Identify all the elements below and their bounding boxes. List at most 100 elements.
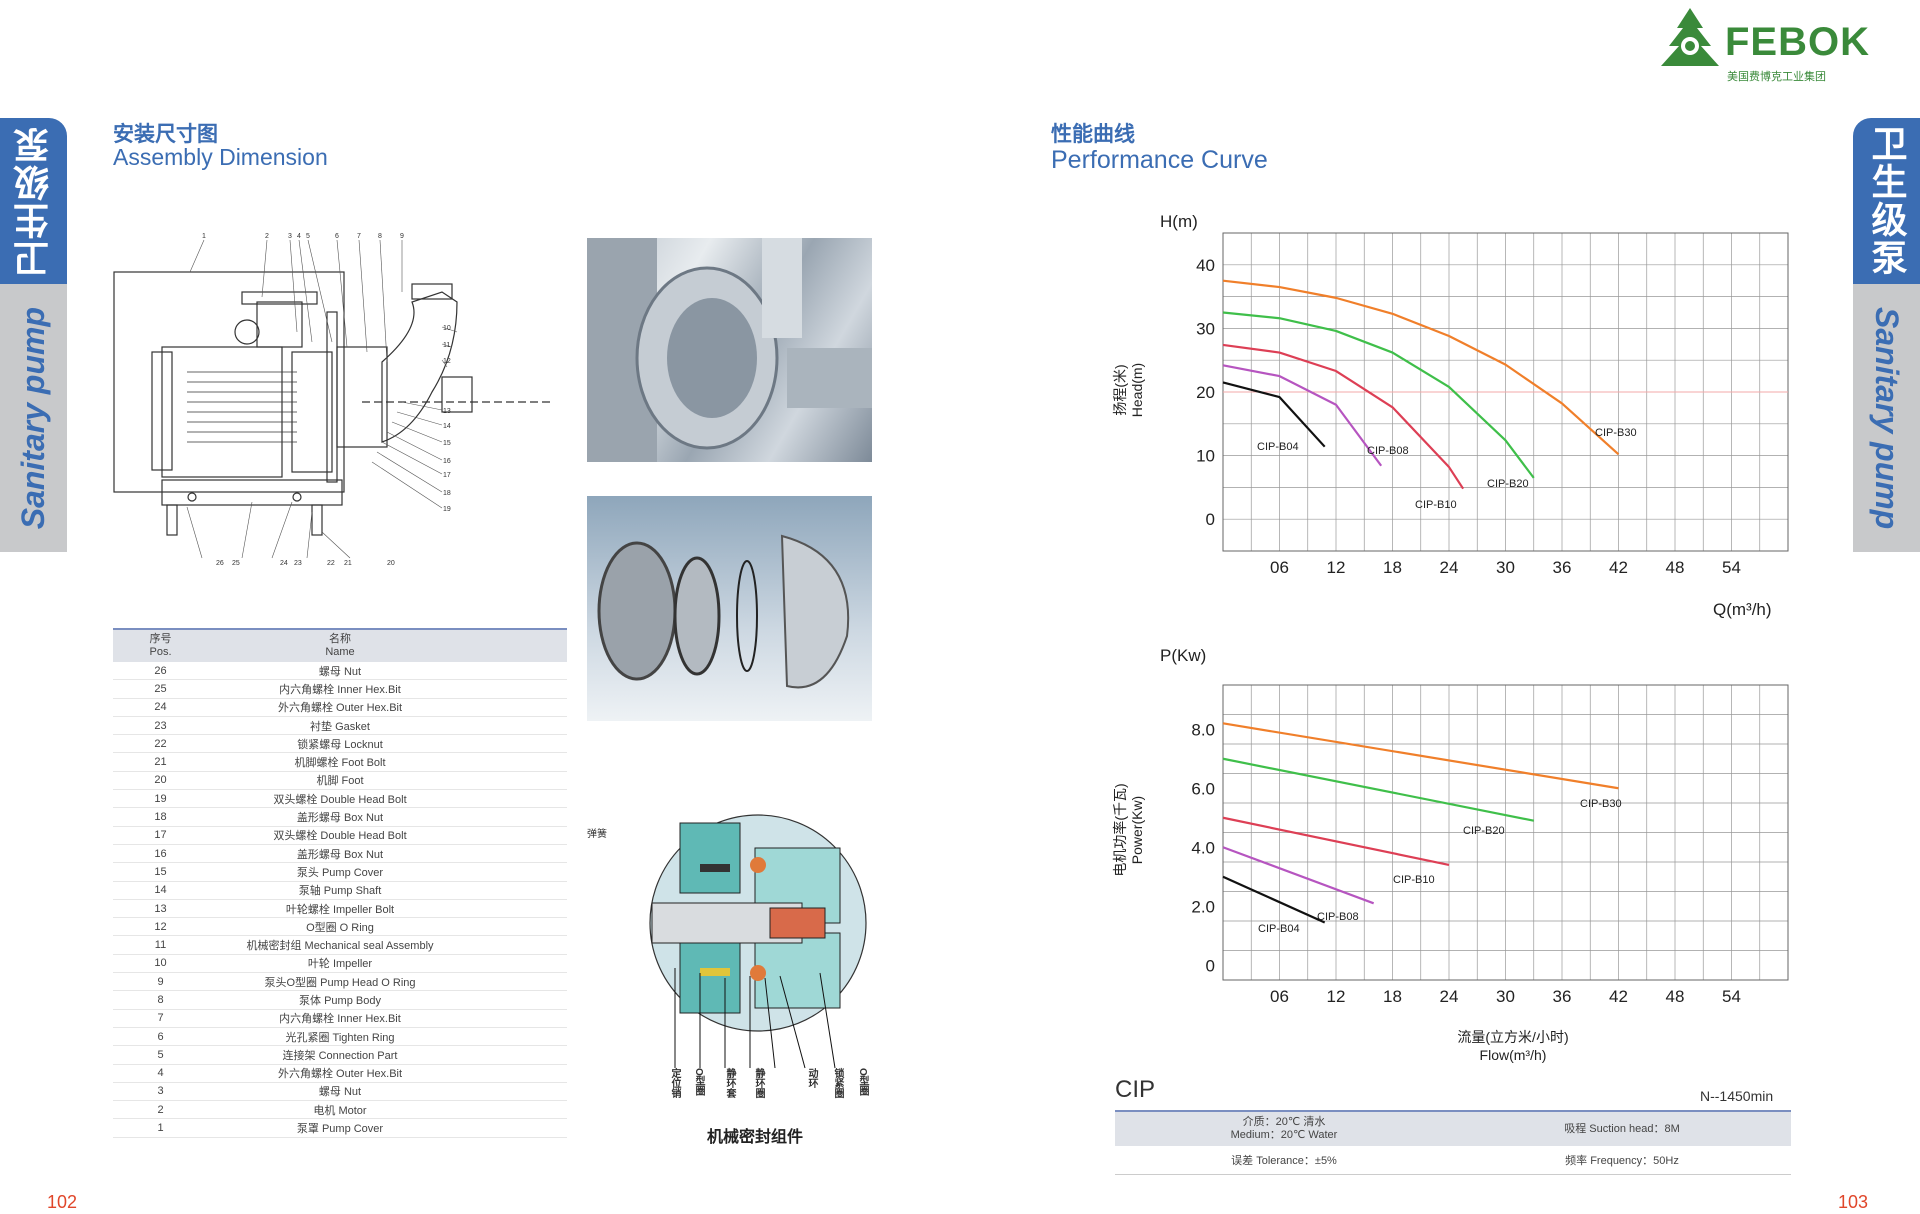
seal-part-label: 定位销 [669, 1068, 680, 1098]
part-name: 双头螺栓 Double Head Bolt [208, 826, 567, 845]
svg-text:2: 2 [265, 233, 269, 240]
y-tick-label: 8.0 [1191, 720, 1215, 739]
header-name-cn: 名称 [329, 633, 351, 645]
part-name: 泵罩 Pump Cover [208, 1118, 567, 1138]
x-axis-label-cn: 流量(立方米/小时) [1457, 1029, 1568, 1045]
y-tick-label: 0 [1206, 510, 1215, 529]
part-name: 泵头O型圈 Pump Head O Ring [208, 972, 567, 992]
x-tick-label: 42 [1609, 558, 1628, 577]
svg-text:6: 6 [335, 233, 339, 240]
side-tab-left: 卫生级泵 Sanitary pump [0, 118, 67, 552]
seal-caption: 机械密封组件 [707, 1129, 804, 1146]
y-tick-label: 30 [1196, 319, 1215, 338]
part-name: 电机 Motor [208, 1100, 567, 1120]
series-label-cip-b10: CIP-B10 [1393, 874, 1435, 886]
svg-text:3: 3 [288, 233, 292, 240]
x-tick-label: 30 [1496, 558, 1515, 577]
part-pos: 17 [113, 826, 208, 845]
header-pos-en: Pos. [149, 646, 172, 658]
x-tick-label: 24 [1440, 987, 1459, 1006]
part-pos: 15 [113, 862, 208, 882]
seal-spring-label: 弹簧 [587, 829, 607, 840]
part-name: 连接架 Connection Part [208, 1045, 567, 1065]
part-pos: 19 [113, 789, 208, 809]
x-tick-label: 06 [1270, 987, 1289, 1006]
x-tick-label: 48 [1666, 987, 1685, 1006]
part-name: 泵体 Pump Body [208, 990, 567, 1010]
x-axis-label-en: Flow(m³/h) [1480, 1047, 1547, 1063]
y-tick-label: 2.0 [1191, 897, 1215, 916]
series-line-cip-b20 [1222, 311, 1535, 479]
x-tick-label: 18 [1383, 987, 1402, 1006]
part-pos: 23 [113, 716, 208, 736]
series-line-cip-b08 [1222, 846, 1375, 905]
series-line-cip-b10 [1222, 343, 1465, 490]
part-name: 内六角螺栓 Inner Hex.Bit [208, 679, 567, 699]
series-label-cip-b08: CIP-B08 [1317, 911, 1359, 923]
y-axis-label-en: Head(m) [1129, 363, 1145, 417]
part-name: 锁紧螺母 Locknut [208, 734, 567, 754]
svg-text:22: 22 [327, 560, 335, 567]
svg-text:15: 15 [443, 440, 451, 447]
page-number-right: 103 [1838, 1192, 1869, 1212]
pump-exploded-photo [587, 496, 872, 721]
part-name: 盖形螺母 Box Nut [208, 807, 567, 827]
seal-part-labels: 定位销 O型圈 静环套 静环圈 动环 锁紧圈 O型圈 [667, 1068, 887, 1112]
x-tick-label: 12 [1327, 987, 1346, 1006]
conditions-table: 介质：20℃ 清水 Medium：20℃ Water 吸程 Suction he… [1115, 1110, 1791, 1175]
brand-logo: FEBOK 美国费博克工业集团 [1655, 6, 1869, 86]
part-pos: 26 [113, 662, 208, 681]
part-name: 双头螺栓 Double Head Bolt [208, 789, 567, 809]
series-line-cip-b04 [1222, 875, 1326, 924]
series-line-cip-b08 [1222, 364, 1383, 467]
part-pos: 22 [113, 734, 208, 754]
y-axis-title: H(m) [1160, 212, 1198, 231]
series-line-cip-b30 [1222, 722, 1619, 790]
cip-label: CIP [1115, 1076, 1156, 1103]
svg-text:7: 7 [357, 233, 361, 240]
part-pos: 6 [113, 1027, 208, 1047]
part-pos: 4 [113, 1064, 208, 1083]
part-name: O型圈 O Ring [208, 917, 567, 937]
series-line-cip-b04 [1222, 381, 1326, 448]
svg-text:20: 20 [387, 560, 395, 567]
part-pos: 10 [113, 954, 208, 974]
medium-cell: 介质：20℃ 清水 Medium：20℃ Water [1115, 1110, 1453, 1146]
series-line-cip-b10 [1222, 816, 1450, 867]
series-label-cip-b04: CIP-B04 [1257, 441, 1299, 453]
svg-text:24: 24 [280, 560, 288, 567]
part-name: 机脚 Foot [208, 771, 567, 791]
section-title-cn: 性能曲线 [1051, 123, 1135, 146]
y-tick-label: 10 [1196, 447, 1215, 466]
series-label-cip-b20: CIP-B20 [1463, 825, 1505, 837]
part-pos: 16 [113, 844, 208, 864]
part-name: 机械密封组 Mechanical seal Assembly [208, 935, 567, 955]
x-tick-label: 54 [1722, 558, 1741, 577]
part-pos: 20 [113, 771, 208, 791]
part-pos: 3 [113, 1082, 208, 1102]
svg-text:8: 8 [378, 233, 382, 240]
seal-part-label: O型圈 [693, 1068, 704, 1096]
brand-subtitle: 美国费博克工业集团 [1727, 71, 1826, 83]
svg-text:1: 1 [202, 233, 206, 240]
seal-part-label: 静环套 [724, 1068, 735, 1098]
y-tick-label: 20 [1196, 383, 1215, 402]
part-pos: 9 [113, 972, 208, 992]
part-pos: 13 [113, 899, 208, 919]
part-pos: 18 [113, 807, 208, 827]
series-line-cip-b30 [1222, 279, 1620, 456]
part-pos: 14 [113, 881, 208, 900]
svg-text:12: 12 [443, 358, 451, 365]
